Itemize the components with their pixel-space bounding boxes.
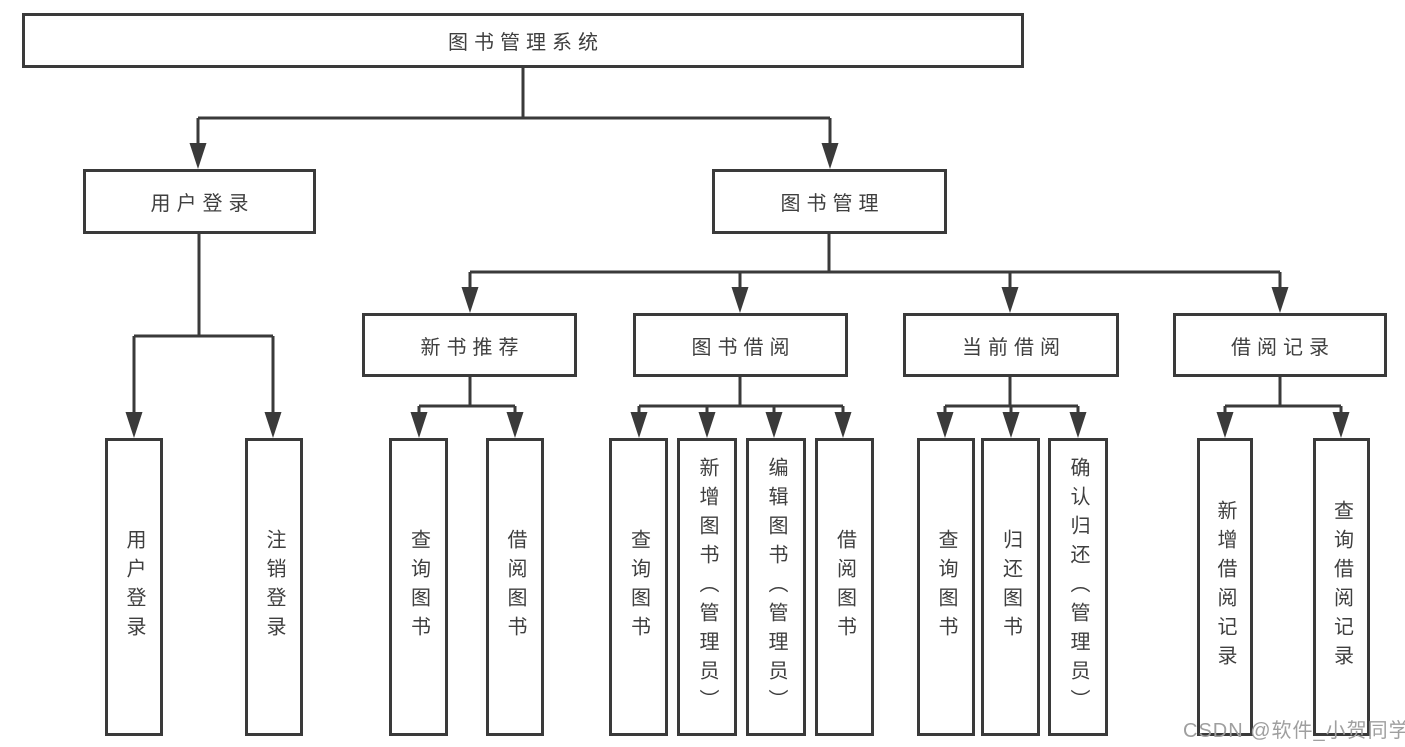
node-book-management: 图书管理	[712, 169, 947, 234]
leaf-return-books: 归还图书	[981, 438, 1040, 736]
node-label: 当前借阅	[962, 336, 1066, 359]
leaf-confirm-return-admin: 确认归还（管理员）	[1048, 438, 1108, 736]
node-borrow-records: 借阅记录	[1173, 313, 1387, 377]
leaf-label: 查询借阅记录	[1330, 500, 1353, 674]
leaf-logout: 注销登录	[245, 438, 303, 736]
leaf-label: 新增借阅记录	[1214, 500, 1236, 674]
node-label: 图书管理系统	[448, 32, 604, 54]
leaf-query-books-current: 查询图书	[917, 438, 975, 736]
leaf-add-book-admin: 新增图书（管理员）	[677, 438, 737, 736]
leaf-query-books-recommend: 查询图书	[389, 438, 448, 736]
node-book-borrowing: 图书借阅	[633, 313, 848, 377]
leaf-query-borrow-record: 查询借阅记录	[1313, 438, 1370, 736]
node-label: 图书管理	[780, 193, 885, 215]
leaf-label: 查询图书	[627, 529, 650, 645]
csdn-watermark: CSDN @软件_小贺同学	[1183, 720, 1405, 742]
leaf-edit-book-admin: 编辑图书（管理员）	[746, 438, 806, 736]
node-current-borrowing: 当前借阅	[903, 313, 1119, 377]
leaf-user-login: 用户登录	[105, 438, 163, 736]
leaf-borrow-books-borrowing: 借阅图书	[815, 438, 874, 736]
leaf-query-books-borrowing: 查询图书	[609, 438, 668, 736]
node-user-login: 用户登录	[83, 169, 316, 234]
leaf-label: 借阅图书	[504, 529, 526, 645]
node-new-book-recommend: 新书推荐	[362, 313, 577, 377]
leaf-add-borrow-record: 新增借阅记录	[1197, 438, 1253, 736]
node-root-library-system: 图书管理系统	[22, 13, 1024, 68]
leaf-label: 查询图书	[935, 529, 957, 645]
leaf-label: 归还图书	[999, 529, 1022, 645]
node-label: 图书借阅	[691, 336, 796, 359]
node-label: 借阅记录	[1231, 336, 1335, 359]
leaf-label: 新增图书（管理员）	[696, 456, 718, 718]
leaf-label: 用户登录	[123, 529, 145, 645]
leaf-label: 确认归还（管理员）	[1067, 456, 1089, 718]
leaf-label: 编辑图书（管理员）	[765, 456, 787, 718]
leaf-label: 查询图书	[407, 529, 430, 645]
leaf-borrow-books-recommend: 借阅图书	[486, 438, 544, 736]
node-label: 用户登录	[150, 193, 255, 215]
node-label: 新书推荐	[420, 336, 525, 359]
leaf-label: 注销登录	[263, 529, 285, 645]
leaf-label: 借阅图书	[833, 529, 856, 645]
